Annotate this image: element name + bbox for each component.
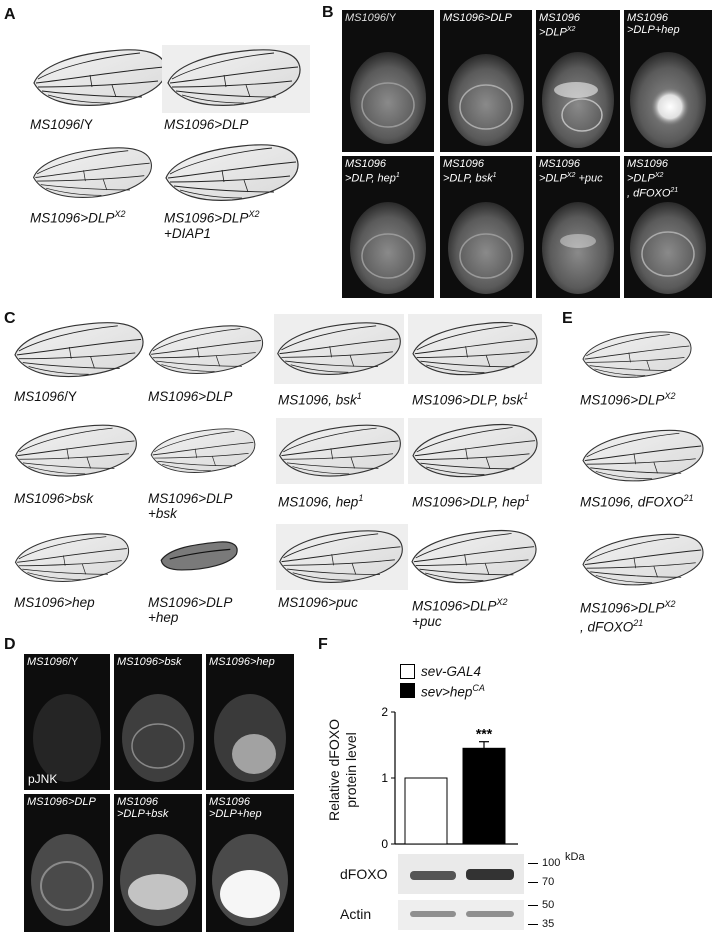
wing-image (33, 147, 152, 198)
bar (404, 777, 448, 845)
wing-image (279, 424, 401, 477)
legend-swatch (400, 682, 415, 698)
wing-image (15, 424, 137, 477)
wing-label: MS1096/Y (14, 389, 78, 404)
wing-label: MS1096>DLPX2+puc (412, 597, 508, 629)
wing-label: MS1096>hep (14, 595, 95, 610)
panel-label-a: A (4, 6, 16, 23)
marker-70: 70 (528, 876, 554, 888)
disc-image: MS1096>DLPX2 (536, 10, 620, 152)
legend-item: sev>hepCA (400, 682, 485, 699)
wing-label: MS1096, dFOXO21 (580, 493, 694, 510)
wing-label: MS1096>DLP, bsk1 (412, 391, 529, 408)
disc-image: MS1096>DLP, hep1 (342, 156, 434, 298)
wing-image (150, 428, 256, 473)
wing-label: MS1096>DLP+hep (148, 595, 233, 625)
wing-image (279, 530, 403, 583)
wing-label: MS1096>DLPX2 (30, 209, 126, 226)
marker-100: 100 (528, 857, 560, 869)
bar-chart: 0 1 2 *** (381, 705, 518, 850)
disc-image: MS1096>DLP+hep (624, 10, 712, 152)
kda-label: kDa (565, 851, 585, 863)
disc-image: MS1096>DLP (440, 10, 532, 152)
wing-label: MS1096, hep1 (278, 493, 364, 510)
blot-label-actin: Actin (340, 906, 372, 922)
marker-50: 50 (528, 899, 554, 911)
western-blot-dfoxo (398, 854, 524, 894)
panel-label-d: D (4, 636, 16, 653)
wing-image (582, 429, 704, 482)
disc-image: MS1096>DLP, bsk1 (440, 156, 532, 298)
wing-image (167, 49, 301, 106)
disc-image: MS1096>DLPX2, dFOXO21 (624, 156, 712, 298)
wing-image (148, 325, 264, 374)
panel-label-f: F (318, 636, 328, 653)
wing-image (14, 322, 144, 378)
western-blot-actin (398, 900, 524, 930)
wing-label: MS1096>DLP, hep1 (412, 493, 530, 510)
wing-label: MS1096>DLP (148, 389, 233, 404)
y-tick-label: 0 (381, 837, 388, 850)
panel-label-e: E (562, 310, 573, 327)
wing-label: MS1096, bsk1 (278, 391, 362, 408)
disc-image: MS1096/Y (342, 10, 434, 152)
panel-label-b: B (322, 4, 334, 21)
wing-label: MS1096>puc (278, 595, 358, 610)
wing-image (412, 423, 538, 478)
wing-label: MS1096>DLPX2 (580, 391, 676, 408)
stain-label: pJNK (28, 772, 58, 786)
wing-label: MS1096>DLPX2, dFOXO21 (580, 599, 676, 634)
wing-image (411, 529, 537, 584)
disc-image: MS1096>DLP+bsk (114, 794, 202, 932)
wing-image (582, 533, 704, 586)
wing-image (277, 322, 401, 375)
wing-image (160, 541, 238, 571)
disc-image: MS1096/Y pJNK (24, 654, 110, 790)
disc-image: MS1096>bsk (114, 654, 202, 790)
disc-image: MS1096>hep (206, 654, 294, 790)
y-tick-label: 1 (381, 771, 388, 785)
wing-label: MS1096>DLP (164, 117, 249, 132)
wing-image (165, 144, 299, 201)
legend-item: sev-GAL4 (400, 663, 481, 679)
panel-label-c: C (4, 310, 16, 327)
wing-image (14, 533, 130, 582)
disc-image: MS1096>DLP+hep (206, 794, 294, 932)
disc-image: MS1096>DLP (24, 794, 110, 932)
wing-label: MS1096>DLPX2+DIAP1 (164, 209, 260, 241)
legend-swatch (400, 663, 415, 679)
wing-label: MS1096/Y (30, 117, 94, 132)
wing-image (33, 49, 167, 106)
wing-image (582, 331, 692, 378)
bar (462, 747, 506, 845)
wing-image (412, 321, 538, 376)
disc-image: MS1096>DLPX2 +puc (536, 156, 620, 298)
significance-marker: *** (476, 726, 493, 742)
blot-label-dfoxo: dFOXO (340, 866, 388, 882)
y-tick-label: 2 (381, 705, 388, 719)
wing-label: MS1096>DLP+bsk (148, 491, 233, 521)
marker-35: 35 (528, 918, 554, 930)
wing-label: MS1096>bsk (14, 491, 94, 506)
